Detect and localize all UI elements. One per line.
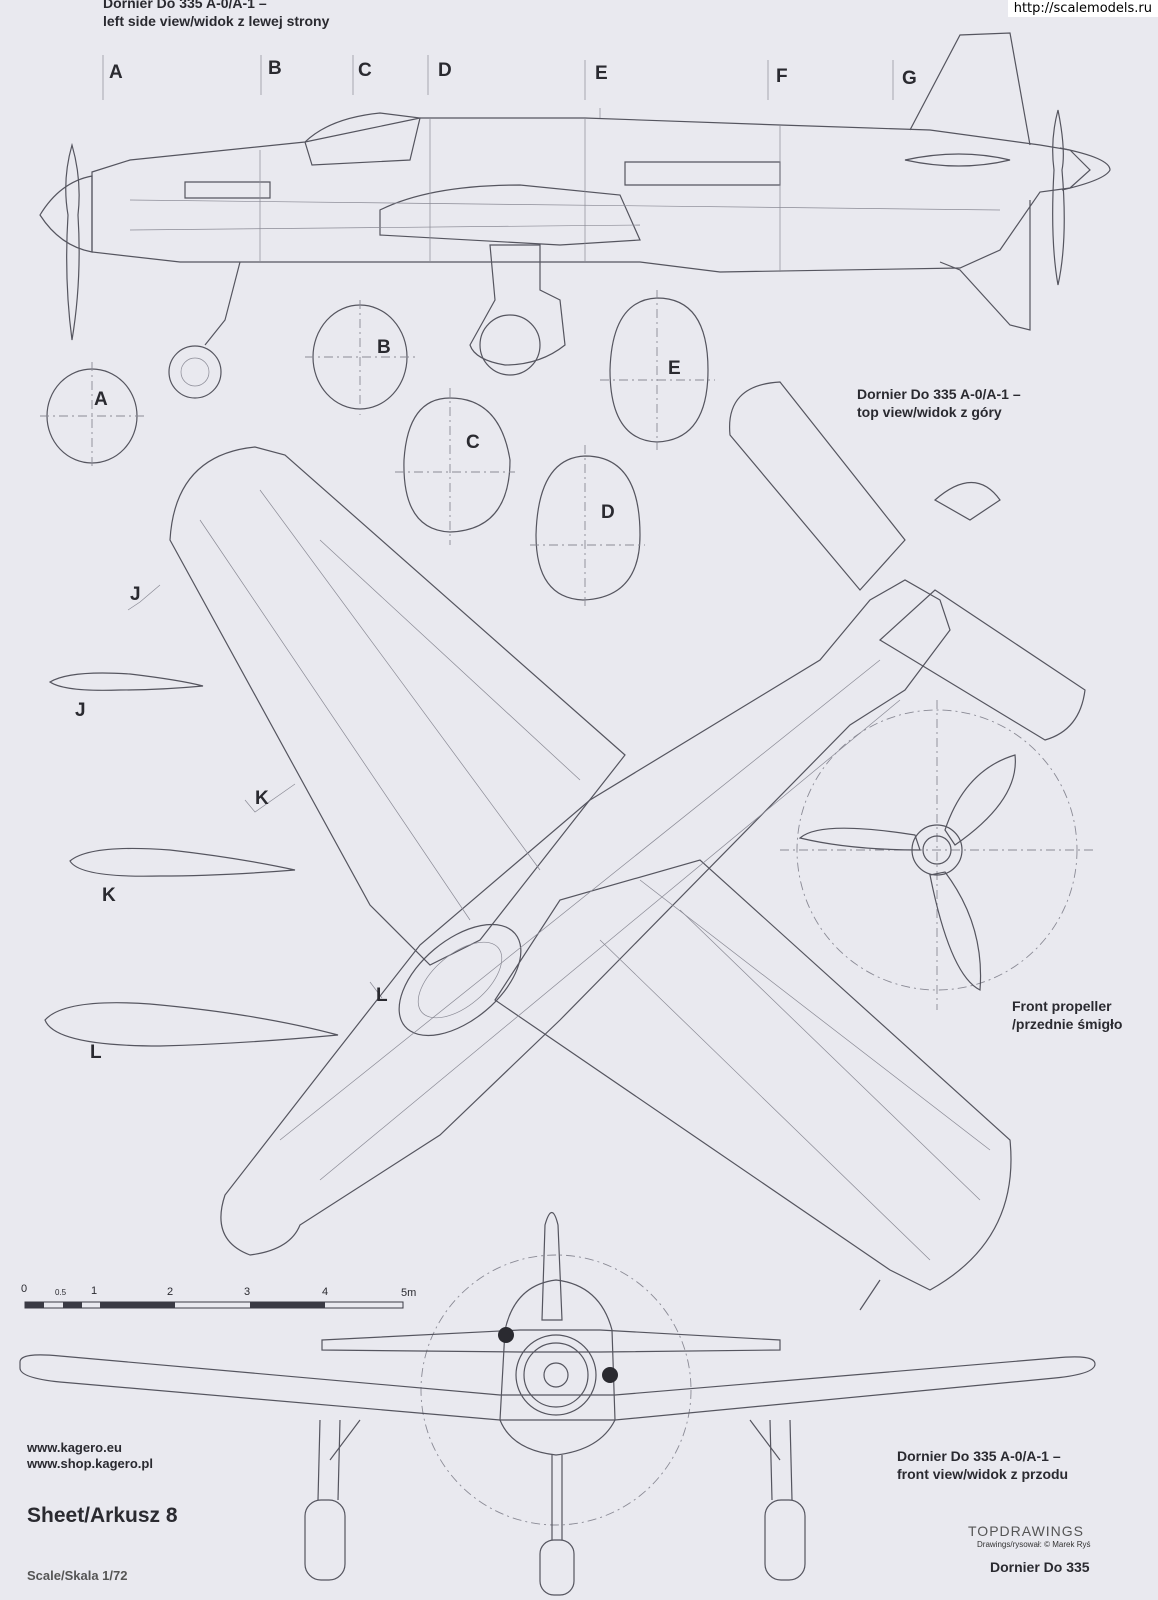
section-marker-c: C [358, 60, 372, 81]
website-shop-kagero[interactable]: www.shop.kagero.pl [27, 1456, 153, 1472]
section-marker-e: E [595, 63, 608, 84]
cross-sections-drawing [40, 290, 715, 610]
side-view-drawing [39, 32, 1111, 399]
airfoil-marker-k: K [255, 788, 269, 809]
front-view-title: Dornier Do 335 A-0/A-1 – front view/wido… [897, 1448, 1068, 1483]
propeller-label-line1: Front propeller [1012, 998, 1112, 1014]
scale-note: Scale/Skala 1/72 [27, 1568, 128, 1583]
cross-section-label-d: D [601, 502, 615, 523]
side-view-title-line1: Dornier Do 335 A-0/A-1 – [103, 0, 267, 11]
propeller-label: Front propeller /przednie śmigło [1012, 998, 1122, 1033]
airfoil-marker-j: J [130, 584, 141, 605]
airfoil-label-l: L [90, 1042, 102, 1063]
website-kagero[interactable]: www.kagero.eu [27, 1440, 122, 1455]
section-marker-d: D [438, 60, 452, 81]
section-marker-f: F [776, 66, 788, 87]
front-view-drawing [19, 1211, 1096, 1596]
drawing-credit: Drawings/rysował: © Marek Ryś [977, 1540, 1091, 1549]
brand-logo: TOPDRAWINGS [968, 1523, 1085, 1539]
watermark-url[interactable]: http://scalemodels.ru [1007, 0, 1158, 17]
top-view-title-line2: top view/widok z góry [857, 403, 1002, 420]
scale-tick-4: 4 [322, 1286, 329, 1298]
scale-tick-0-5: 0.5 [55, 1288, 67, 1297]
sheet-number: Sheet/Arkusz 8 [27, 1504, 178, 1527]
scale-tick-0: 0 [21, 1283, 28, 1295]
top-view-title-line1: Dornier Do 335 A-0/A-1 – [857, 386, 1021, 402]
side-view-title-line2: left side view/widok z lewej strony [103, 12, 330, 29]
cross-section-label-a: A [94, 389, 108, 410]
front-view-title-line2: front view/widok z przodu [897, 1465, 1069, 1482]
front-view-title-line1: Dornier Do 335 A-0/A-1 – [897, 1448, 1061, 1464]
scale-tick-3: 3 [244, 1286, 251, 1298]
propeller-label-line2: /przednie śmigło [1012, 1015, 1123, 1032]
scale-tick-5m: 5m [401, 1287, 417, 1299]
top-view-drawing [169, 381, 1086, 1311]
scale-tick-1: 1 [91, 1285, 98, 1297]
scale-tick-2: 2 [167, 1286, 174, 1298]
scale-bar-drawing [24, 1301, 404, 1309]
publisher-links: www.kagero.eu www.shop.kagero.pl [27, 1440, 153, 1473]
section-marker-a: A [109, 62, 123, 83]
side-view-title: Dornier Do 335 A-0/A-1 – left side view/… [103, 0, 329, 30]
section-marker-g: G [902, 68, 917, 89]
airfoils-drawing [44, 584, 383, 1047]
cross-section-label-b: B [377, 337, 391, 358]
cross-section-label-c: C [466, 432, 480, 453]
section-marker-b: B [268, 58, 282, 79]
airfoil-label-k: K [102, 885, 116, 906]
front-propeller-drawing [780, 700, 1095, 1010]
airfoil-marker-l: L [376, 985, 388, 1006]
model-name: Dornier Do 335 [990, 1559, 1090, 1575]
airfoil-label-j: J [75, 700, 86, 721]
top-view-title: Dornier Do 335 A-0/A-1 – top view/widok … [857, 386, 1021, 421]
cross-section-label-e: E [668, 358, 681, 379]
